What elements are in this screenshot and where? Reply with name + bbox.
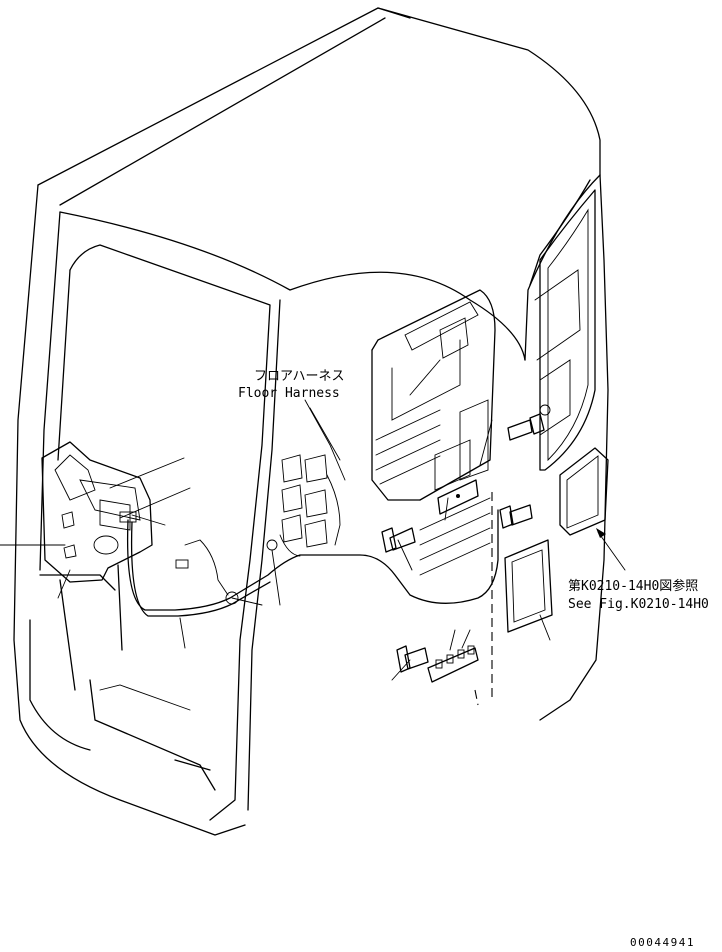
floor-harness-label-en: Floor Harness bbox=[238, 386, 340, 401]
see-fig-label-jp: 第K0210-14H0図参照 bbox=[568, 578, 698, 594]
drawing-code: 00044941 bbox=[630, 936, 695, 949]
bolt-centre bbox=[381, 527, 416, 553]
floor-harness-label-jp: フロアハーネス bbox=[254, 369, 344, 384]
left-console bbox=[41, 441, 153, 583]
cover-plate-lower bbox=[504, 539, 553, 633]
cover-plate-upper bbox=[559, 447, 609, 536]
bolt-rear-upper bbox=[507, 413, 545, 441]
cab-shell bbox=[13, 7, 609, 836]
dashed-alignment-lines bbox=[474, 492, 493, 706]
relay-block bbox=[427, 645, 479, 683]
bolt-lower bbox=[396, 645, 429, 673]
bolt-rear-middle bbox=[499, 504, 533, 529]
bracket-plate-centre bbox=[437, 479, 479, 515]
floor-harness bbox=[126, 454, 499, 617]
rear-panel bbox=[371, 269, 581, 576]
leader-lines bbox=[0, 359, 626, 681]
see-fig-label-en: See Fig.K0210-14H0 bbox=[568, 597, 709, 612]
